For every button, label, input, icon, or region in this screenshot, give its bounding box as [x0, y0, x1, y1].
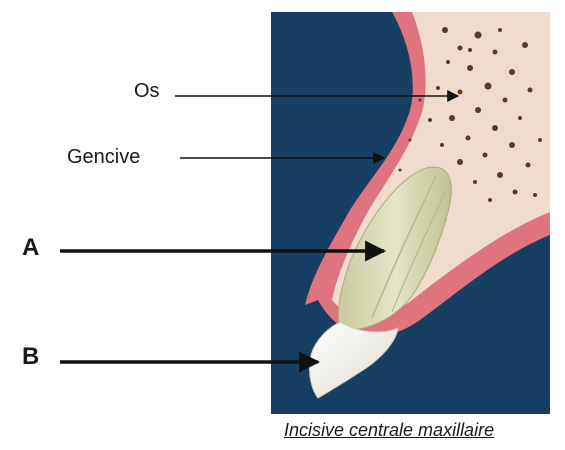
label-os: Os [134, 80, 160, 103]
label-a: A [22, 234, 39, 262]
label-b: B [22, 343, 39, 371]
figure-caption: Incisive centrale maxillaire [284, 420, 494, 441]
label-gencive: Gencive [67, 146, 140, 169]
